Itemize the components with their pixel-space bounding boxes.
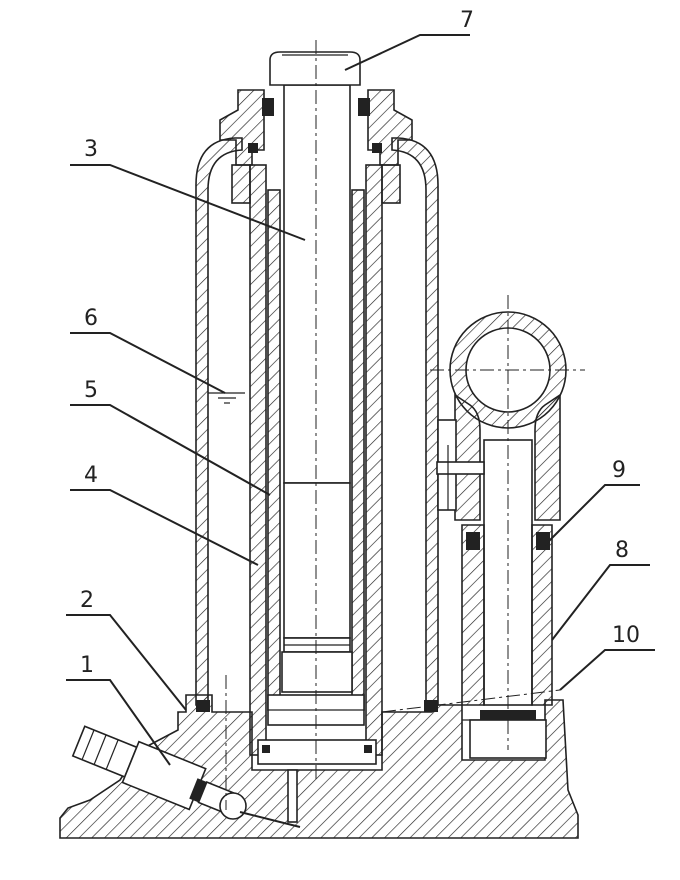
shell-seal-right bbox=[424, 700, 438, 712]
release-valve bbox=[71, 725, 301, 828]
top-head bbox=[219, 89, 413, 204]
top-cap bbox=[269, 51, 361, 86]
leader-10 bbox=[559, 649, 655, 691]
leader-8 bbox=[551, 564, 650, 641]
shell-seal-left bbox=[196, 700, 210, 712]
callout-2: 2 bbox=[80, 588, 94, 613]
oil-level-mark bbox=[208, 392, 245, 404]
cylinder-bottom-plug bbox=[257, 739, 377, 765]
callout-10: 10 bbox=[612, 623, 640, 648]
callout-9: 9 bbox=[612, 458, 626, 483]
callout-1: 1 bbox=[80, 653, 94, 678]
cylinder-walls bbox=[249, 164, 383, 765]
center-lines bbox=[225, 40, 585, 810]
leader-7 bbox=[344, 34, 470, 71]
leader-1 bbox=[66, 679, 171, 766]
leader-4 bbox=[70, 489, 259, 566]
ram-piston bbox=[281, 84, 353, 693]
leader-2 bbox=[66, 614, 187, 711]
inner-sleeve bbox=[267, 189, 365, 726]
callout-labels: 1 2 3 4 5 6 7 8 9 10 bbox=[80, 8, 640, 678]
leader-lines bbox=[66, 34, 655, 766]
callout-7: 7 bbox=[460, 8, 474, 33]
callout-4: 4 bbox=[84, 463, 98, 488]
leader-6 bbox=[70, 332, 226, 394]
leader-5 bbox=[70, 404, 271, 496]
leader-9 bbox=[544, 484, 640, 546]
callout-6: 6 bbox=[84, 306, 98, 331]
pump-assembly bbox=[436, 311, 567, 759]
leader-3 bbox=[70, 164, 306, 241]
callout-8: 8 bbox=[615, 538, 629, 563]
callout-3: 3 bbox=[84, 137, 98, 162]
callout-5: 5 bbox=[84, 378, 98, 403]
